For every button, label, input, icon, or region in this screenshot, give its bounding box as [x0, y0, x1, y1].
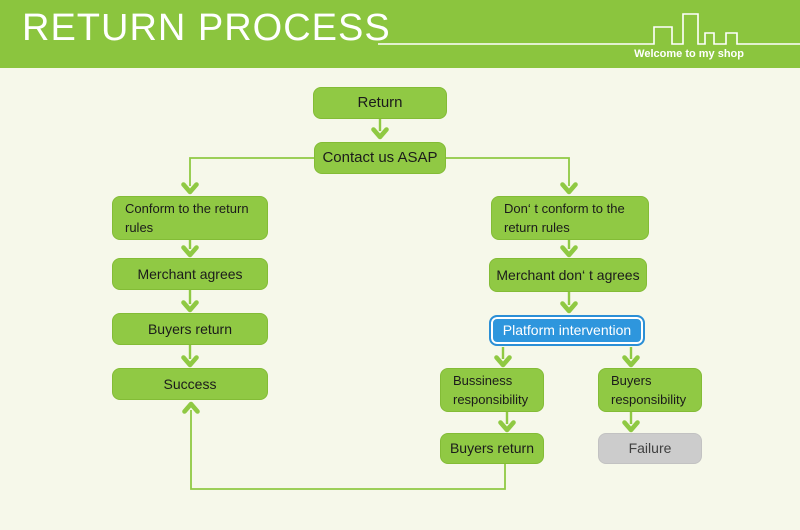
node-dont-conform-rules: Don‘ t conform to the return rules [491, 196, 649, 240]
header: RETURN PROCESS Welcome to my shop [0, 0, 800, 68]
node-merchant-dont-agrees: Merchant don‘ t agrees [489, 258, 647, 292]
node-return: Return [313, 87, 447, 119]
arrow-buyers-resp-failure [622, 412, 640, 433]
arrow-platform-business [494, 347, 512, 368]
node-business-responsibility: Bussiness responsibility [440, 368, 544, 412]
node-contact-us-asap: Contact us ASAP [314, 142, 446, 174]
node-conform-rules: Conform to the return rules [112, 196, 268, 240]
arrow-merchant-agrees-buyers-return [181, 290, 199, 313]
arrow-contact-dont-conform [446, 157, 578, 195]
node-merchant-agrees: Merchant agrees [112, 258, 268, 290]
arrow-conform-merchant-agrees [181, 240, 199, 258]
node-platform-intervention: Platform intervention [489, 315, 645, 346]
page-title: RETURN PROCESS [22, 7, 391, 49]
arrow-platform-buyers [622, 347, 640, 368]
arrow-dont-conform-merchant-dont [560, 240, 578, 258]
arrow-contact-conform [181, 157, 314, 195]
arrow-buyers-return2-success [182, 401, 506, 490]
node-buyers-return: Buyers return [112, 313, 268, 345]
node-failure: Failure [598, 433, 702, 464]
city-skyline-icon [378, 13, 800, 45]
node-buyers-responsibility: Buyers responsibility [598, 368, 702, 412]
node-success: Success [112, 368, 268, 400]
arrow-return-contact [371, 119, 389, 140]
node-buyers-return-2: Buyers return [440, 433, 544, 464]
header-tagline: Welcome to my shop [634, 48, 744, 60]
arrow-merchant-dont-platform [560, 292, 578, 314]
arrow-buyers-return-success [181, 345, 199, 368]
arrow-business-buyers-return2 [498, 412, 516, 433]
